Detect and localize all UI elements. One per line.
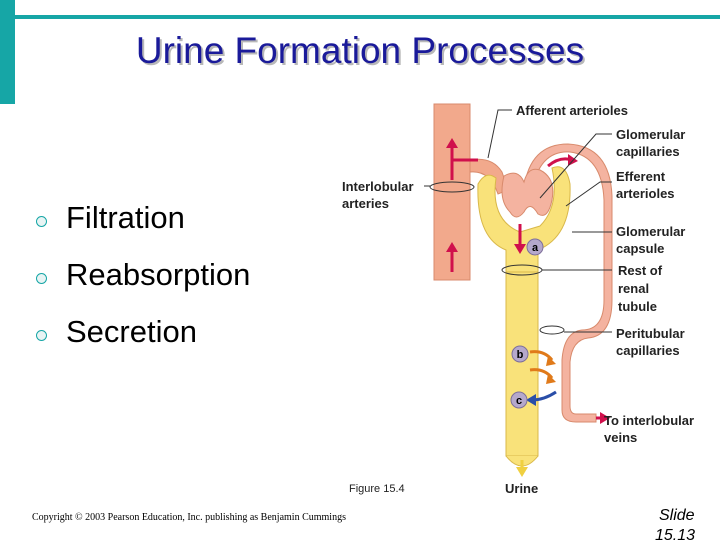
marker-b-label: b: [517, 349, 524, 361]
label-glomerular-capillaries-2: capillaries: [616, 144, 680, 159]
label-veins-1: To interlobular: [604, 413, 694, 428]
slide-title: Urine Formation Processes: [135, 30, 585, 71]
bullet-secretion: Secretion: [36, 314, 250, 371]
arrowhead-icon: [446, 138, 458, 148]
label-rest-3: tubule: [618, 299, 657, 314]
label-urine: Urine: [505, 481, 538, 496]
marker-b: [511, 345, 529, 363]
leader-lines: [424, 109, 612, 333]
arrowhead-icon: [546, 356, 556, 366]
bullet-text: Secretion: [66, 314, 197, 349]
slide-label: Slide: [659, 507, 695, 524]
label-rest-2: renal: [618, 281, 649, 296]
bullet-dot-icon: [36, 216, 47, 227]
label-interlobular-2: arteries: [342, 196, 389, 211]
bullet-dot-icon: [36, 330, 47, 341]
label-peritubular-1: Peritubular: [616, 326, 685, 341]
marker-a: [526, 238, 544, 256]
arrowhead-icon: [446, 242, 458, 252]
arrowhead-icon: [516, 467, 528, 477]
bullet-dot-icon: [36, 273, 47, 284]
marker-a-label: a: [532, 242, 539, 254]
accent-bar: [0, 0, 15, 104]
copyright-notice: Copyright © 2003 Pearson Education, Inc.…: [32, 512, 346, 523]
marker-c-label: c: [516, 395, 522, 407]
slide-number: 15.13: [655, 527, 696, 544]
label-capsule-1: Glomerular: [616, 224, 685, 239]
glomerular-capsule: [477, 166, 571, 273]
bullet-text: Reabsorption: [66, 257, 251, 292]
label-interlobular-1: Interlobular: [342, 179, 414, 194]
arrowhead-icon: [526, 394, 536, 406]
label-veins-2: veins: [604, 430, 637, 445]
label-afferent-arterioles: Afferent arterioles: [516, 103, 628, 118]
arrowhead-icon: [546, 374, 556, 384]
label-efferent-2: arterioles: [616, 186, 675, 201]
section-ring: [539, 325, 565, 335]
reabsorption-arrow-icon: [529, 368, 554, 379]
bullet-filtration: Filtration: [36, 200, 250, 257]
renal-tubule: [505, 269, 539, 457]
label-rest-1: Rest of: [618, 263, 663, 278]
glomerular-capillaries: [501, 168, 554, 218]
label-efferent-1: Efferent: [616, 169, 666, 184]
accent-line: [0, 15, 720, 19]
reabsorption-arrow-icon: [529, 350, 554, 361]
arrowhead-icon: [514, 244, 526, 254]
bullet-list: Filtration Reabsorption Secretion: [36, 200, 250, 371]
section-ring: [429, 181, 475, 193]
bullet-reabsorption: Reabsorption: [36, 257, 250, 314]
marker-c: [510, 391, 528, 409]
arrowhead-icon: [600, 412, 610, 424]
bullet-text: Filtration: [66, 200, 185, 235]
label-capsule-2: capsule: [616, 241, 664, 256]
figure-caption: Figure 15.4: [349, 483, 405, 495]
label-peritubular-2: capillaries: [616, 343, 680, 358]
label-glomerular-capillaries-1: Glomerular: [616, 127, 685, 142]
